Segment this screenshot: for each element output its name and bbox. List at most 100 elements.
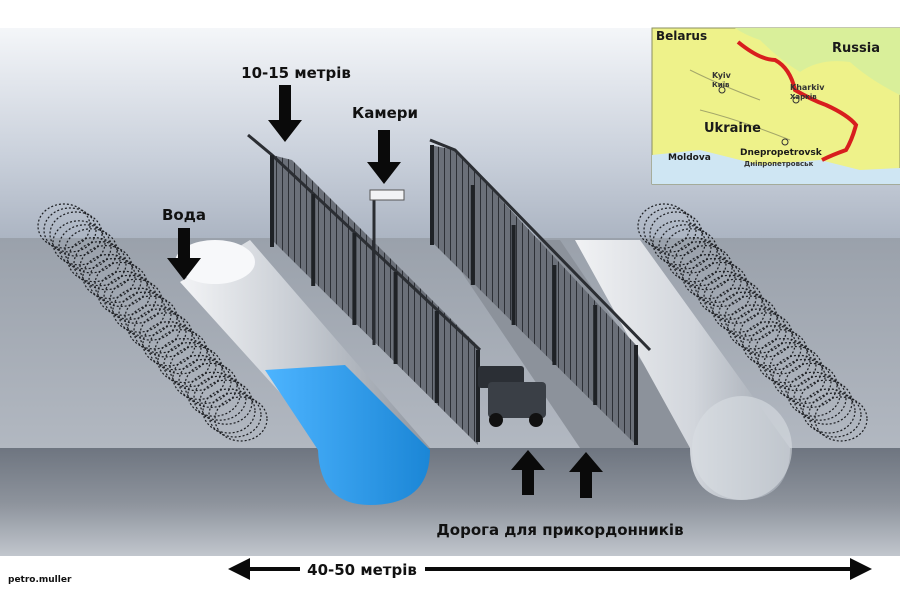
map-label-belarus: Belarus	[656, 29, 707, 43]
wire-coil	[754, 329, 808, 375]
wire-coil	[97, 270, 151, 316]
wire-coil	[157, 337, 211, 384]
wire-coil	[187, 371, 241, 417]
patrol-vehicle	[478, 366, 546, 427]
fence-mesh-2	[430, 145, 636, 445]
map-label-russia: Russia	[832, 41, 880, 56]
wire-coil	[142, 321, 196, 367]
trench-opening	[175, 240, 255, 284]
wire-coil	[793, 375, 847, 421]
pipe-end	[692, 396, 792, 500]
map-russia-area	[652, 28, 900, 95]
vehicle-body	[488, 382, 546, 418]
wire-coil	[688, 257, 742, 304]
wire-coil	[124, 295, 178, 341]
wire-coil	[37, 203, 91, 249]
wire-coil	[724, 295, 778, 341]
wire-coil	[49, 211, 103, 257]
fence-back	[429, 138, 652, 445]
wire-coil	[127, 304, 181, 350]
inset-map: Belarus Russia Ukraine Moldova Kyiv Київ…	[651, 27, 900, 185]
wire-coil	[94, 261, 148, 308]
wire-coil	[667, 237, 721, 283]
map-label-kyiv-local: Київ	[712, 81, 730, 89]
width-label: 40-50 метрів	[307, 561, 417, 579]
wire-coil	[739, 312, 793, 358]
wire-coil	[814, 396, 868, 442]
wire-coil	[169, 345, 223, 392]
wire-coil	[712, 287, 766, 333]
wire-coil	[643, 207, 697, 253]
wire-coil	[64, 228, 118, 274]
wire-coil	[52, 220, 106, 266]
wire-coil	[658, 224, 712, 270]
wire-coil	[772, 354, 826, 400]
wire-coil	[58, 224, 112, 270]
wire-coil	[763, 341, 817, 388]
water-label: Вода	[162, 206, 206, 224]
width-arrow-right-icon	[850, 558, 872, 580]
bottom-strip	[0, 556, 900, 608]
wire-coil	[679, 245, 733, 291]
wire-coil	[118, 291, 172, 337]
wire-coil	[664, 228, 718, 274]
wire-coil	[178, 358, 232, 404]
wire-coil	[193, 375, 247, 421]
wire-coil	[79, 245, 133, 291]
camera-arrow-icon	[367, 130, 401, 184]
wire-coil	[703, 274, 757, 320]
credit-label: petro.muller	[8, 575, 72, 585]
wire-coil	[172, 354, 226, 400]
wire-coil	[649, 211, 703, 257]
wire-coil	[214, 396, 268, 442]
map-border-line	[736, 40, 859, 162]
map-sea	[652, 150, 900, 184]
wire-coil	[133, 308, 187, 354]
wire-coil	[82, 253, 136, 300]
wire-coil	[208, 392, 262, 438]
road-arrow-left-icon	[511, 450, 545, 495]
map-rivers	[689, 69, 791, 141]
wire-coil	[73, 241, 127, 287]
wire-coil	[748, 325, 802, 371]
wire-coil	[808, 392, 862, 438]
wire-coil	[163, 341, 217, 388]
wire-coil	[154, 329, 208, 375]
wire-coil	[694, 261, 748, 308]
width-dimension	[228, 558, 872, 580]
fence-mesh	[272, 155, 480, 445]
wire-coil	[112, 287, 166, 333]
camera-icon	[369, 189, 405, 201]
map-city-icon	[781, 138, 789, 146]
annotation-arrows	[167, 85, 603, 498]
map-city-icon	[718, 86, 726, 94]
cameras-label: Камери	[352, 104, 418, 122]
vehicle-wheel	[489, 413, 503, 427]
wire-coil	[787, 371, 841, 417]
water	[265, 365, 430, 505]
fence-posts-2	[430, 145, 638, 445]
fence-front	[247, 133, 482, 445]
wire-coil	[673, 241, 727, 287]
map-label-ukraine: Ukraine	[704, 121, 761, 136]
map-label-dnipro: Dnepropetrovsk	[740, 148, 823, 158]
wire-coil	[733, 308, 787, 354]
wire-coil	[88, 257, 142, 304]
wire-coil	[43, 207, 97, 253]
wire-coil	[742, 321, 796, 367]
concrete-pipe	[575, 240, 792, 500]
wire-coil	[109, 278, 163, 324]
wire-coil	[139, 312, 193, 358]
barbed-wire-left	[37, 203, 268, 442]
camera-pole	[369, 189, 405, 345]
wire-coil	[682, 253, 736, 300]
barbed-wire-right	[637, 203, 868, 442]
fence-posts	[270, 155, 480, 442]
wire-coil	[778, 358, 832, 404]
wire-coil	[769, 345, 823, 392]
height-label: 10-15 метрів	[241, 64, 351, 82]
map-label-moldova: Moldova	[668, 153, 711, 163]
fence-top-rail-2	[429, 138, 652, 352]
